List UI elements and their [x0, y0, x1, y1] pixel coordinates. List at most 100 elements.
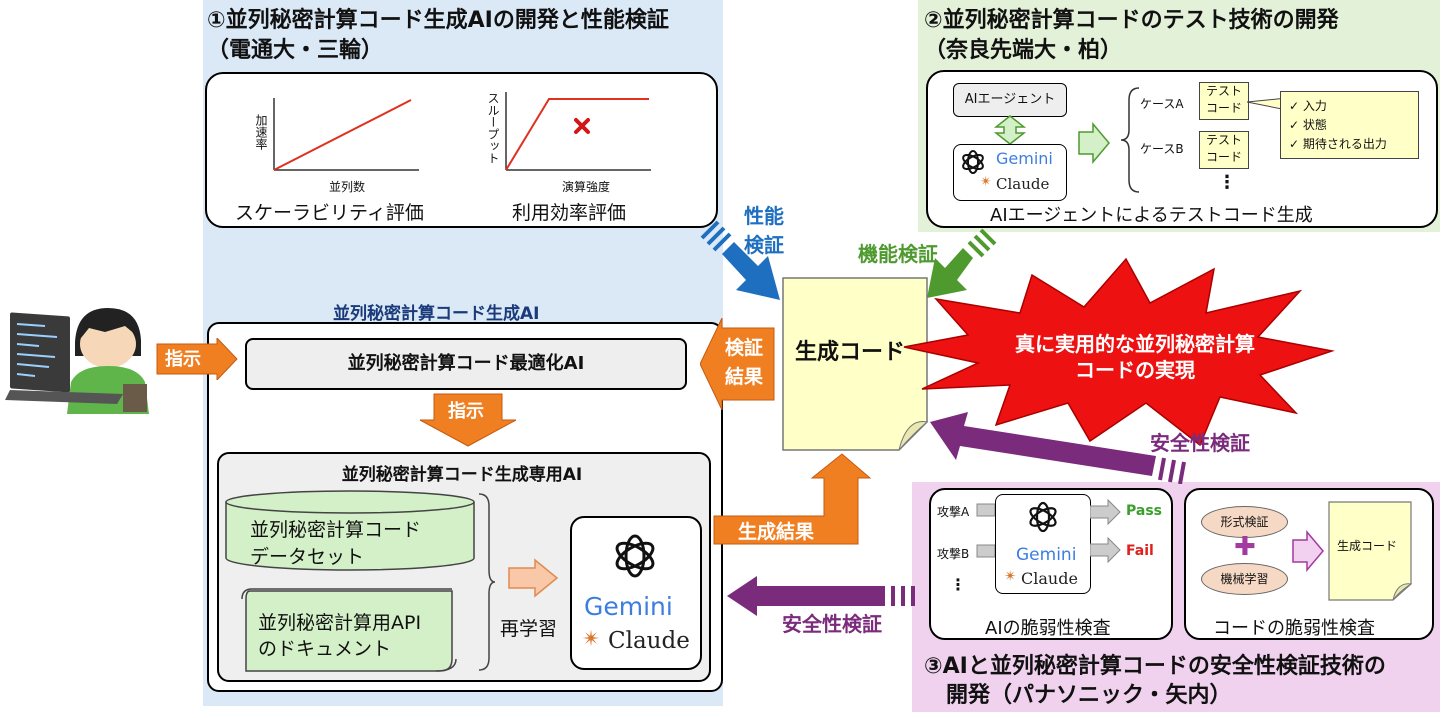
plus-icon: ✚: [1234, 532, 1256, 562]
dataset-label-line1: 並列秘密計算コード: [250, 519, 422, 541]
bidirectional-arrow-icon: [994, 115, 1026, 145]
user-instruct-arrow: [156, 338, 238, 380]
test-code-a-line1: テスト: [1205, 84, 1242, 98]
claude-star-small-icon: ✴: [980, 174, 992, 190]
test-code-ellipsis: ⋮: [1218, 172, 1236, 193]
ai-system-title: 並列秘密計算コード生成AI: [333, 304, 540, 324]
burst-line1: 真に実用的な並列秘密計算: [1015, 332, 1255, 356]
func-verify-label: 機能検証: [858, 242, 938, 266]
test-code-b-line2: コード: [1205, 150, 1242, 164]
gen-code-small-label: 生成コード: [1337, 539, 1398, 553]
claude-star-attack-icon: ✴: [1004, 567, 1017, 585]
explosion-burst-icon: [903, 257, 1335, 447]
code-vulnerability-caption: コードの脆弱性検査: [1213, 618, 1375, 639]
api-doc-label-line1: 並列秘密計算用API: [258, 612, 422, 634]
relearn-arrow-icon: [508, 558, 559, 598]
test-case-brace-icon: [1120, 87, 1140, 193]
gen-result-arrow: [713, 453, 872, 545]
dataset-cylinder-icon: [225, 490, 475, 571]
perf-verify-line1: 性能: [744, 204, 784, 228]
test-code-b-line1: テスト: [1205, 133, 1242, 147]
spec-item-input: ✓ 入力: [1289, 99, 1327, 113]
panel3-title: ③AIと並列秘密計算コードの安全性検証技術の: [924, 654, 1386, 679]
spec-item-state: ✓ 状態: [1289, 118, 1327, 132]
user-instruct-label: 指示: [165, 349, 201, 370]
evaluation-charts: [273, 92, 651, 171]
panel1-subtitle: （電通大・三輪）: [207, 38, 384, 63]
callout-pointer-icon: [1247, 97, 1287, 111]
attacked-llm-box: Gemini ✴ Claude: [995, 494, 1091, 594]
verify-result-arrow: [700, 318, 775, 410]
openai-logo-attack-icon: [1029, 501, 1057, 533]
attack-input-arrows-icon: [976, 503, 996, 558]
security-verify-bottom-arrow: [727, 576, 915, 616]
gen-code-document-icon: [782, 277, 929, 451]
code-document-small-icon: [1328, 501, 1413, 601]
case-b-label: ケースB: [1140, 142, 1184, 156]
chart2-caption: 利用効率評価: [512, 202, 627, 224]
panel1-title: ①並列秘密計算コード生成AIの開発と性能検証: [207, 8, 669, 33]
claude-logo: Claude: [608, 628, 690, 654]
spec-item-output: ✓ 期待される出力: [1289, 137, 1387, 151]
optimizer-ai-box: 並列秘密計算コード最適化AI: [245, 338, 687, 390]
attack-ellipsis: ⋮: [950, 575, 966, 594]
x-mark-icon: [574, 118, 590, 134]
api-doc-label-line2: のドキュメント: [258, 638, 392, 660]
chart1-caption: スケーラビリティ評価: [235, 202, 424, 224]
func-verify-arrow: [927, 228, 997, 298]
test-code-a-note: テスト コード: [1199, 82, 1249, 120]
pass-label: Pass: [1126, 503, 1162, 519]
panel2-caption: AIエージェントによるテストコード生成: [990, 205, 1313, 226]
green-right-arrow-icon: [1078, 122, 1110, 164]
relearn-label: 再学習: [500, 618, 558, 640]
document-scroll-icon: [241, 588, 457, 672]
brace-icon: [478, 493, 496, 671]
openai-logo-icon: [615, 534, 655, 578]
burst-line2: コードの実現: [1075, 358, 1195, 382]
llm-logos-box: Gemini ✴ Claude: [570, 516, 702, 670]
instruct-down-arrow: [419, 393, 517, 447]
gemini-logo: Gemini: [584, 592, 673, 621]
machine-learning-oval: 機械学習: [1201, 563, 1288, 595]
panel2-title: ②並列秘密計算コードのテスト技術の開発: [924, 8, 1339, 33]
chart2-line: [505, 98, 649, 171]
fail-label: Fail: [1126, 543, 1154, 559]
result-arrows-icon: [1090, 498, 1121, 564]
case-a-label: ケースA: [1140, 97, 1184, 111]
security-verify-bottom-label: 安全性検証: [782, 612, 882, 636]
agent-llm-box: Gemini ✴ Claude: [953, 144, 1067, 201]
openai-logo-small-icon: [962, 150, 984, 174]
chart1-xlabel: 並列数: [329, 180, 366, 194]
gen-code-label: 生成コード: [795, 340, 906, 365]
claude-star-icon: ✴: [582, 627, 601, 652]
test-spec-callout: ✓ 入力 ✓ 状態 ✓ 期待される出力: [1280, 91, 1419, 159]
formal-verification-oval: 形式検証: [1201, 506, 1288, 538]
gen-result-label: 生成結果: [738, 521, 815, 543]
pink-right-arrow-icon: [1292, 530, 1324, 572]
generation-ai-title: 並列秘密計算コード生成専用AI: [341, 465, 583, 485]
person-laptop-icon: [5, 308, 149, 414]
test-code-a-line2: コード: [1205, 101, 1242, 115]
perf-verify-line2: 検証: [744, 233, 784, 257]
perf-verify-arrow: [700, 220, 780, 300]
attack-b-label: 攻撃B: [937, 547, 970, 561]
instruct-down-label: 指示: [448, 401, 484, 422]
evaluation-charts-box: 加速率 並列数 スケーラビリティ評価 スループット 演算強度 利用効率評価: [205, 72, 718, 228]
test-code-b-note: テスト コード: [1199, 131, 1249, 169]
chart1-ylabel: 加速率: [254, 114, 268, 150]
chart1-line: [273, 99, 412, 171]
dataset-label-line2: データセット: [250, 546, 365, 568]
ai-agent-box: AIエージェント: [953, 83, 1067, 117]
security-verify-top-arrow: [930, 412, 1186, 484]
verify-result-line2: 結果: [725, 366, 764, 388]
attack-a-label: 攻撃A: [937, 505, 970, 519]
panel2-subtitle: （奈良先端大・柏）: [924, 38, 1123, 63]
chart2-ylabel: スループット: [486, 92, 500, 164]
gemini-logo-attack: Gemini: [1016, 545, 1077, 565]
claude-logo-small: Claude: [996, 175, 1050, 193]
ai-vulnerability-caption: AIの脆弱性検査: [985, 618, 1111, 639]
security-verify-top-label: 安全性検証: [1150, 431, 1250, 455]
panel3-subtitle: 開発（パナソニック・矢内）: [946, 683, 1232, 708]
chart2-xlabel: 演算強度: [562, 180, 611, 194]
verify-result-line1: 検証: [725, 337, 764, 359]
